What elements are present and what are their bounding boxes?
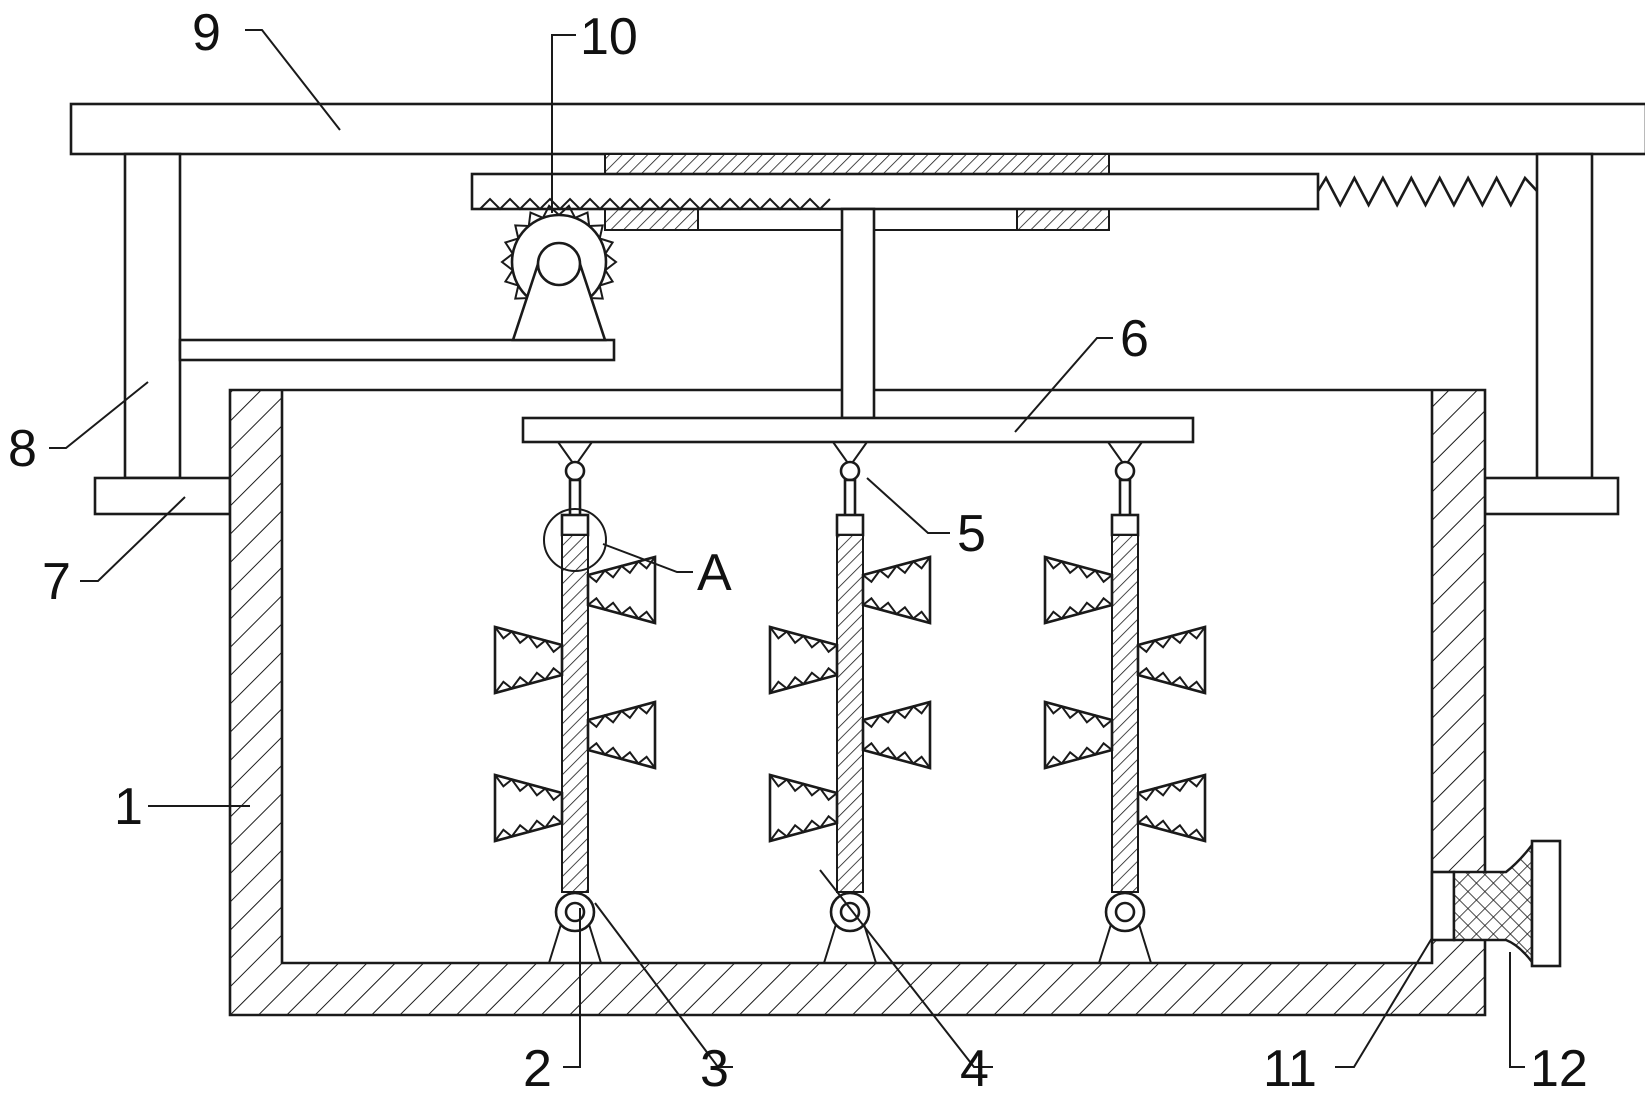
guide-block-lower-left — [604, 208, 699, 231]
leader-3 — [594, 902, 733, 1068]
paddle-serration — [862, 701, 931, 729]
bottom-pivot — [839, 901, 861, 923]
bottom-pivot — [564, 901, 586, 923]
drive-rod — [840, 207, 876, 420]
paddle-serration — [494, 666, 563, 694]
paddle-serration — [587, 596, 656, 624]
leader-lines — [49, 29, 1525, 1068]
callout-1: 1 — [114, 778, 143, 836]
paddle-serration — [494, 626, 563, 654]
paddle-serration — [587, 701, 656, 729]
callout-10: 10 — [580, 8, 638, 66]
paddle-serration — [1044, 741, 1113, 769]
stirring-shafts — [493, 441, 1207, 964]
top-pivot — [564, 460, 586, 482]
left-support-foot — [93, 476, 232, 516]
leader-5 — [866, 477, 950, 534]
valve-handle — [1530, 839, 1562, 968]
detail-circle-a — [543, 508, 607, 572]
callout-2: 2 — [523, 1040, 552, 1098]
guide-block-top — [604, 153, 1110, 175]
paddle-serration — [1044, 701, 1113, 729]
leader-2 — [563, 908, 581, 1068]
motor-shelf — [178, 338, 616, 362]
leader-7 — [80, 496, 186, 582]
top-plate — [69, 102, 1645, 156]
paddle-serration — [769, 666, 838, 694]
paddle-serration — [1137, 666, 1206, 694]
callout-11: 11 — [1263, 1040, 1317, 1098]
paddle-serration — [769, 814, 838, 842]
right-support-foot — [1483, 476, 1620, 516]
guide-block-lower-right — [1016, 208, 1110, 231]
rack-teeth — [479, 197, 831, 211]
gear-hub — [536, 241, 582, 287]
callout-a: A — [697, 544, 732, 602]
callout-5: 5 — [957, 505, 986, 563]
valve-body — [1430, 870, 1456, 942]
paddle-serration — [1137, 626, 1206, 654]
spring — [1316, 175, 1538, 208]
left-column — [123, 152, 182, 480]
leader-4 — [819, 869, 993, 1068]
paddle-serration — [862, 741, 931, 769]
stirring-shaft — [1111, 534, 1139, 893]
leader-6 — [1014, 337, 1113, 433]
shaft-sleeve — [835, 513, 865, 537]
paddle-serration — [1137, 814, 1206, 842]
leader-8 — [49, 381, 149, 449]
paddle-serration — [494, 774, 563, 802]
stirring-shaft — [561, 534, 589, 893]
leader-10 — [551, 34, 576, 213]
paddle-serration — [769, 774, 838, 802]
paddle-serration — [1044, 556, 1113, 584]
callout-9: 9 — [192, 4, 221, 62]
paddle-serration — [587, 556, 656, 584]
callout-labels: 1 2 3 4 5 6 7 8 9 10 11 12 A — [8, 4, 1588, 1098]
paddle-serration — [862, 596, 931, 624]
leader-11 — [1335, 937, 1433, 1068]
paddle-serration — [862, 556, 931, 584]
shaft-sleeve — [560, 513, 590, 537]
bottom-pivot — [1114, 901, 1136, 923]
callout-3: 3 — [700, 1040, 729, 1098]
right-column — [1535, 152, 1594, 480]
leader-12 — [1509, 952, 1525, 1068]
top-pivot — [1114, 460, 1136, 482]
crossbar — [521, 416, 1195, 444]
callout-12: 12 — [1530, 1040, 1588, 1098]
paddle-serration — [1137, 774, 1206, 802]
leader-9 — [245, 29, 341, 131]
paddle-serration — [587, 741, 656, 769]
leader-a — [602, 543, 693, 573]
shaft-sleeve — [1110, 513, 1140, 537]
callout-4: 4 — [960, 1040, 989, 1098]
rack-bar — [470, 172, 1320, 211]
callout-7: 7 — [42, 553, 71, 611]
stirring-shaft — [836, 534, 864, 893]
callout-8: 8 — [8, 420, 37, 478]
paddle-serration — [1044, 596, 1113, 624]
callout-6: 6 — [1120, 310, 1149, 368]
paddle-serration — [769, 626, 838, 654]
paddle-serration — [494, 814, 563, 842]
top-pivot — [839, 460, 861, 482]
